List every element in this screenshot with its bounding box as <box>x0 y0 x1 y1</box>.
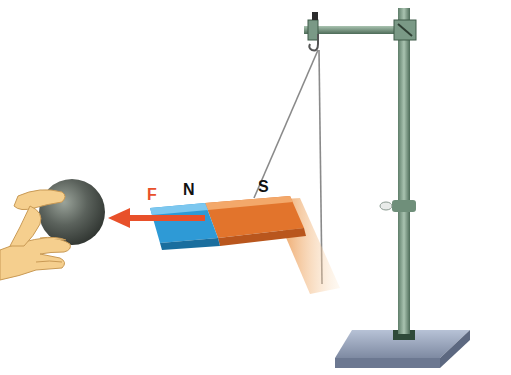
force-label: F <box>147 186 157 204</box>
hand <box>0 190 70 280</box>
pole-label: S <box>258 178 269 196</box>
stand-pole <box>398 8 410 334</box>
bar-magnet <box>150 196 340 294</box>
force-arrow <box>108 208 205 228</box>
pole-clamp <box>380 200 416 212</box>
stand-base <box>335 330 470 368</box>
hook <box>309 34 318 50</box>
arm-clamp <box>308 12 416 40</box>
pole-label: N <box>183 181 195 199</box>
iron-ball <box>39 179 105 245</box>
string <box>254 50 318 198</box>
